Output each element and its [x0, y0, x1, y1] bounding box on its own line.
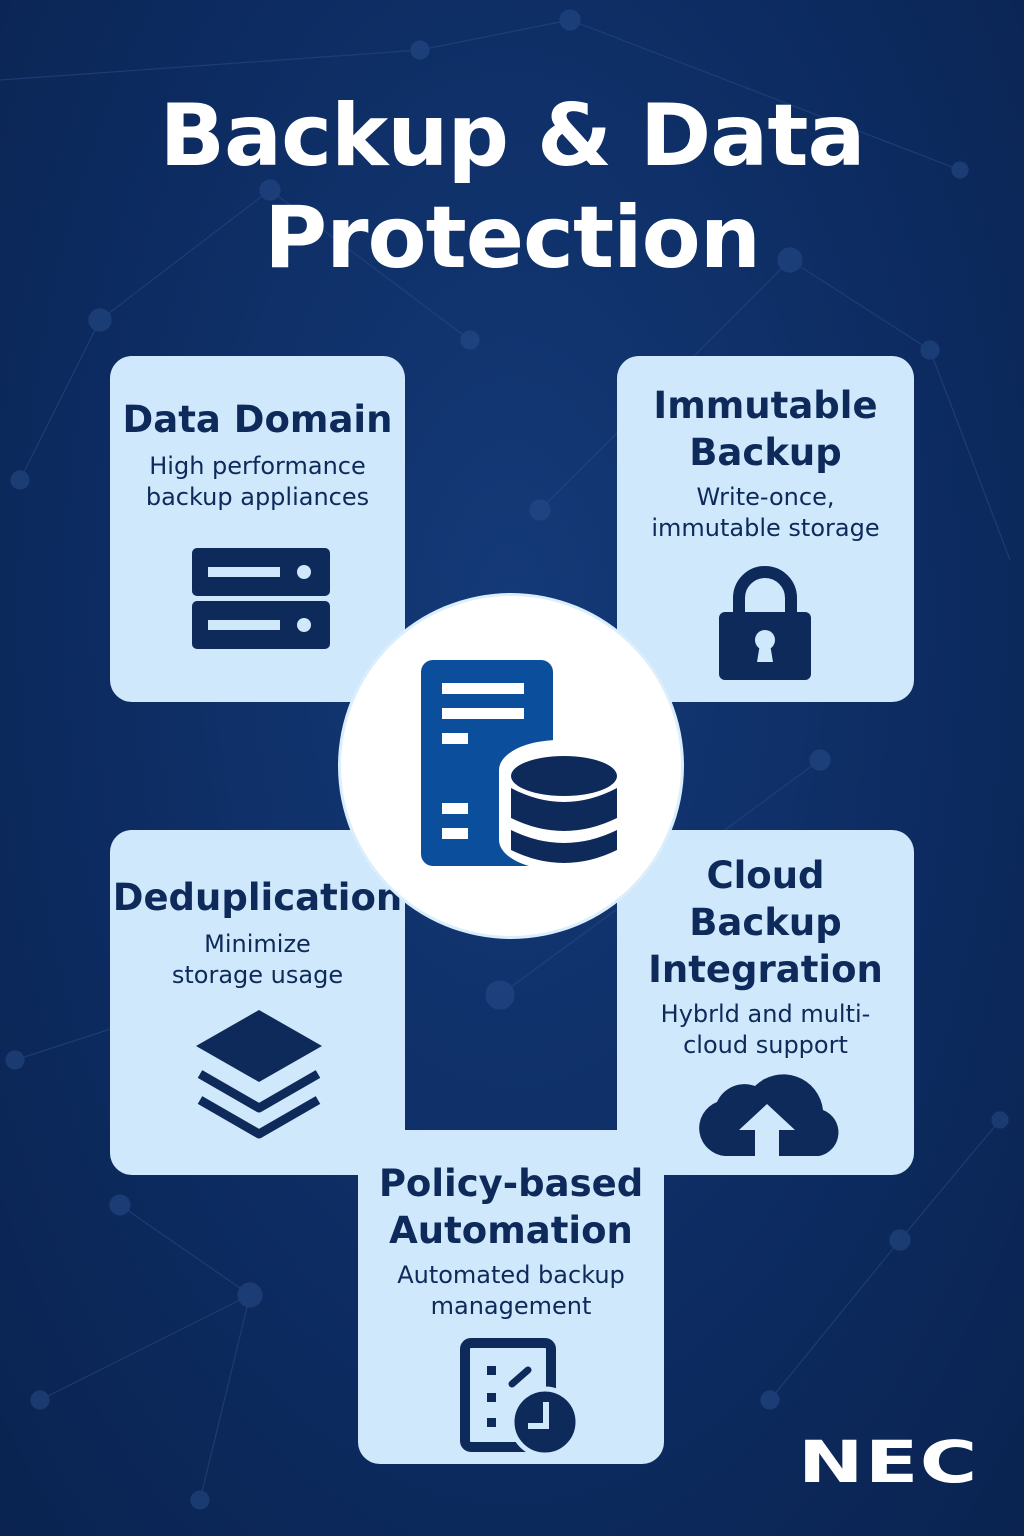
card-desc: immutable storage [651, 514, 880, 542]
card-deduplication: Deduplication Minimize storage usage [110, 830, 405, 1175]
card-title: Automation [389, 1209, 633, 1252]
card-policy-automation: Policy-based Automation Automated backup… [358, 1130, 664, 1464]
card-title: Backup [689, 901, 842, 944]
card-desc: management [430, 1292, 592, 1320]
card-title: Backup [689, 431, 842, 474]
card-data-domain: Data Domain High performance backup appl… [110, 356, 405, 702]
card-desc: cloud support [683, 1031, 848, 1059]
cloud-upload-icon [699, 1074, 839, 1156]
server-icon [192, 548, 330, 649]
schedule-checklist-icon [460, 1338, 580, 1454]
card-title: Data Domain [122, 398, 393, 441]
page-title-line2: Protection [264, 188, 761, 288]
server-database-icon [421, 660, 619, 868]
card-title: Deduplication [112, 876, 403, 919]
page-title-line1: Backup & Data [159, 86, 866, 186]
card-desc: storage usage [171, 961, 344, 989]
card-desc: Automated backup [397, 1261, 625, 1289]
card-title: Immutable [653, 384, 878, 427]
lock-icon [719, 566, 811, 680]
nec-logo: NEC [798, 1428, 979, 1496]
layers-icon [196, 1010, 322, 1139]
card-desc: Hybrld and multi- [660, 1000, 871, 1028]
card-desc: Minimize [204, 930, 311, 958]
card-title: Cloud [706, 854, 825, 897]
card-immutable-backup: Immutable Backup Write-once, immutable s… [617, 356, 914, 702]
card-cloud-backup-integration: Cloud Backup Integration Hybrld and mult… [617, 830, 914, 1175]
center-hub [341, 596, 681, 936]
card-desc: backup appliances [145, 483, 370, 511]
card-desc: Write-once, [696, 483, 835, 511]
card-title: Policy-based [378, 1162, 644, 1205]
card-title: Integration [648, 948, 883, 991]
card-desc: High performance [149, 452, 366, 480]
